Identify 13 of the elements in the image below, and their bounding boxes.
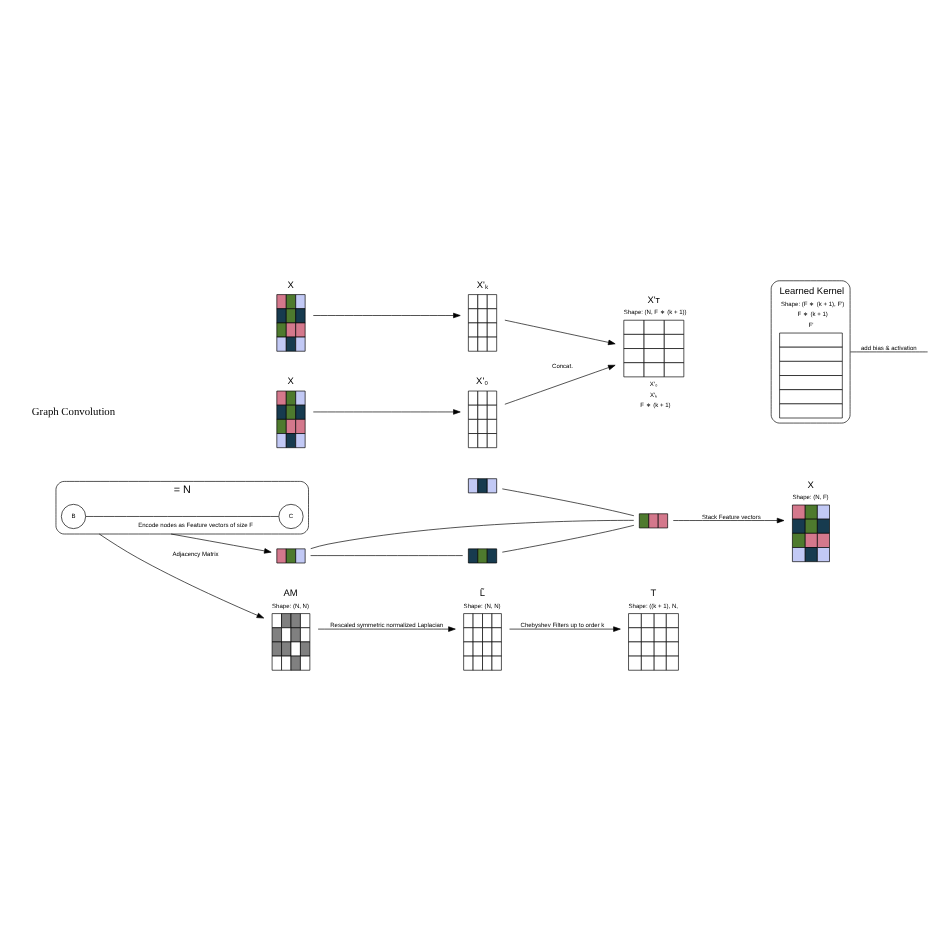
arrow bbox=[509, 625, 621, 631]
arrow bbox=[504, 318, 616, 345]
arrow bbox=[672, 516, 785, 523]
arrow bbox=[98, 532, 265, 618]
arrow bbox=[312, 311, 461, 318]
arrow bbox=[504, 363, 616, 404]
connector bbox=[501, 487, 635, 516]
arrow bbox=[170, 532, 272, 553]
arrow bbox=[317, 625, 456, 631]
arrow bbox=[312, 408, 461, 414]
connector bbox=[310, 519, 635, 548]
connector bbox=[85, 515, 279, 516]
connector bbox=[501, 523, 635, 552]
